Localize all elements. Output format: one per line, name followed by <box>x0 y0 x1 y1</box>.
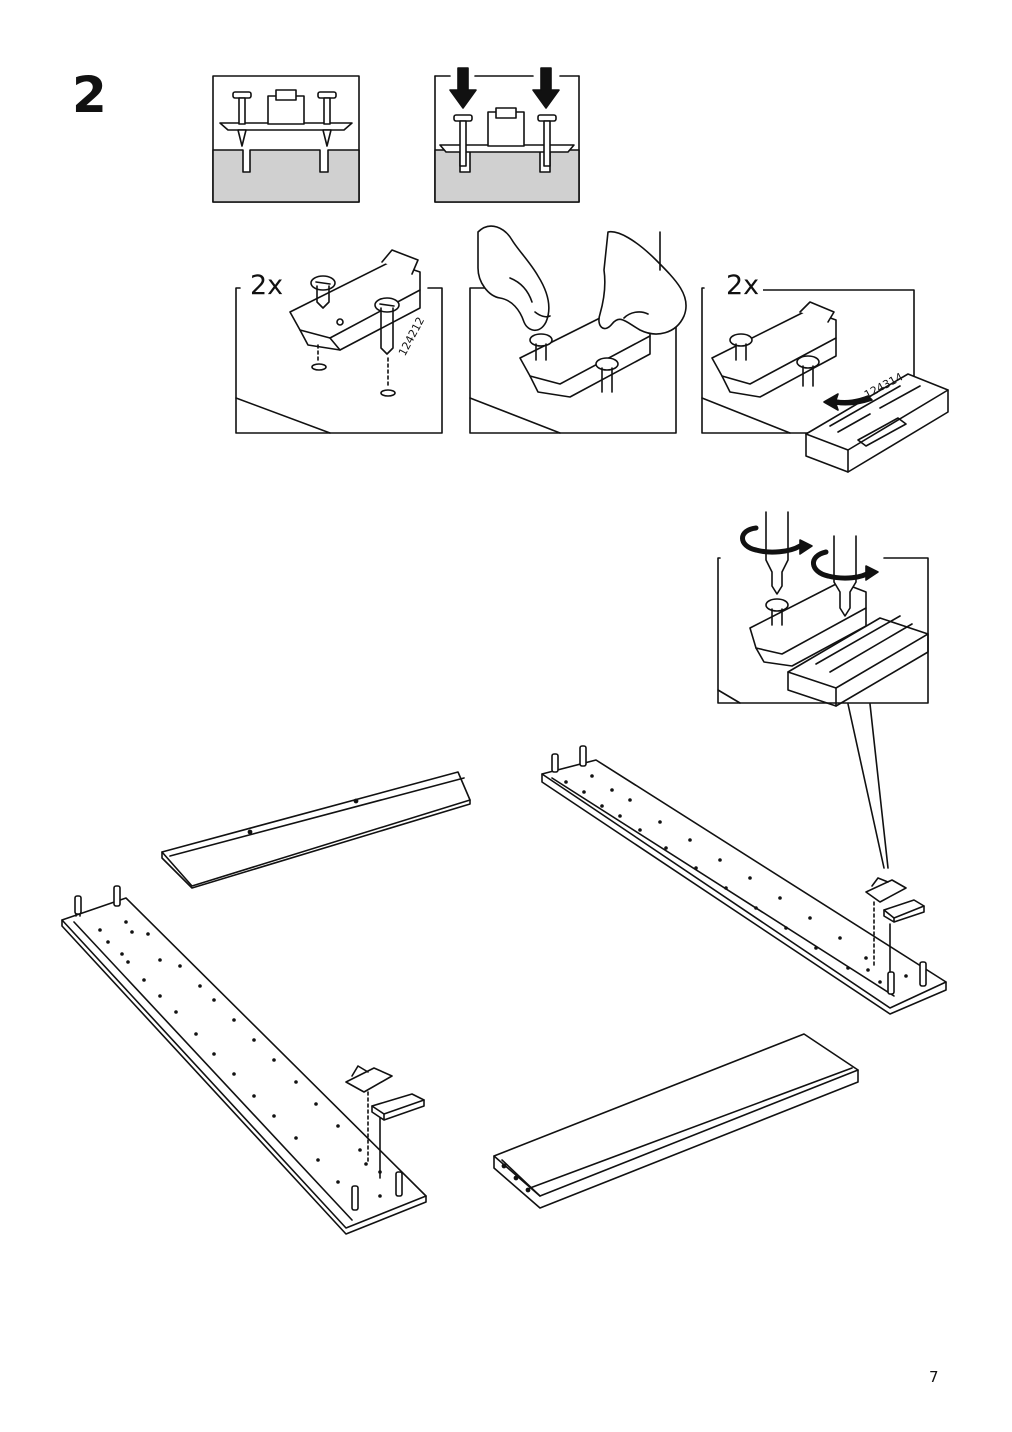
jig-small <box>371 1093 425 1121</box>
detail-panel-a <box>235 249 443 434</box>
cross-section-panel-1 <box>212 75 360 203</box>
hand-icon <box>598 231 687 335</box>
side-panel-right <box>541 745 947 1015</box>
arrow-down-icon <box>532 67 560 109</box>
jig-small <box>883 899 925 923</box>
side-panel-left <box>61 885 427 1235</box>
page-number: 7 <box>929 1368 939 1386</box>
screwdriver-detail <box>717 511 929 869</box>
detail-panel-c <box>701 287 949 473</box>
screw-left <box>232 91 252 147</box>
mounting-plate-small <box>865 877 907 903</box>
rotate-arrow-icon <box>740 525 813 555</box>
detail-panel-b <box>469 225 687 434</box>
hand-icon <box>477 225 551 332</box>
cross-section-panel-2 <box>434 67 580 203</box>
plank-bottom <box>493 1033 859 1209</box>
arrow-left-icon <box>823 393 873 411</box>
arrow-down-icon <box>449 67 477 109</box>
plank-top-left <box>161 771 471 889</box>
screw-icon <box>374 297 400 355</box>
step-number: 2 <box>72 66 107 124</box>
screw-icon <box>310 275 336 309</box>
quantity-label: 2x <box>722 270 764 301</box>
jig-tool <box>805 373 949 473</box>
mounting-plate <box>289 249 421 351</box>
rotate-arrow-icon <box>811 549 879 581</box>
mounting-plate-small <box>345 1065 393 1093</box>
screw-right <box>317 91 337 147</box>
quantity-label: 2x <box>246 270 288 301</box>
jig-tool <box>787 615 929 707</box>
